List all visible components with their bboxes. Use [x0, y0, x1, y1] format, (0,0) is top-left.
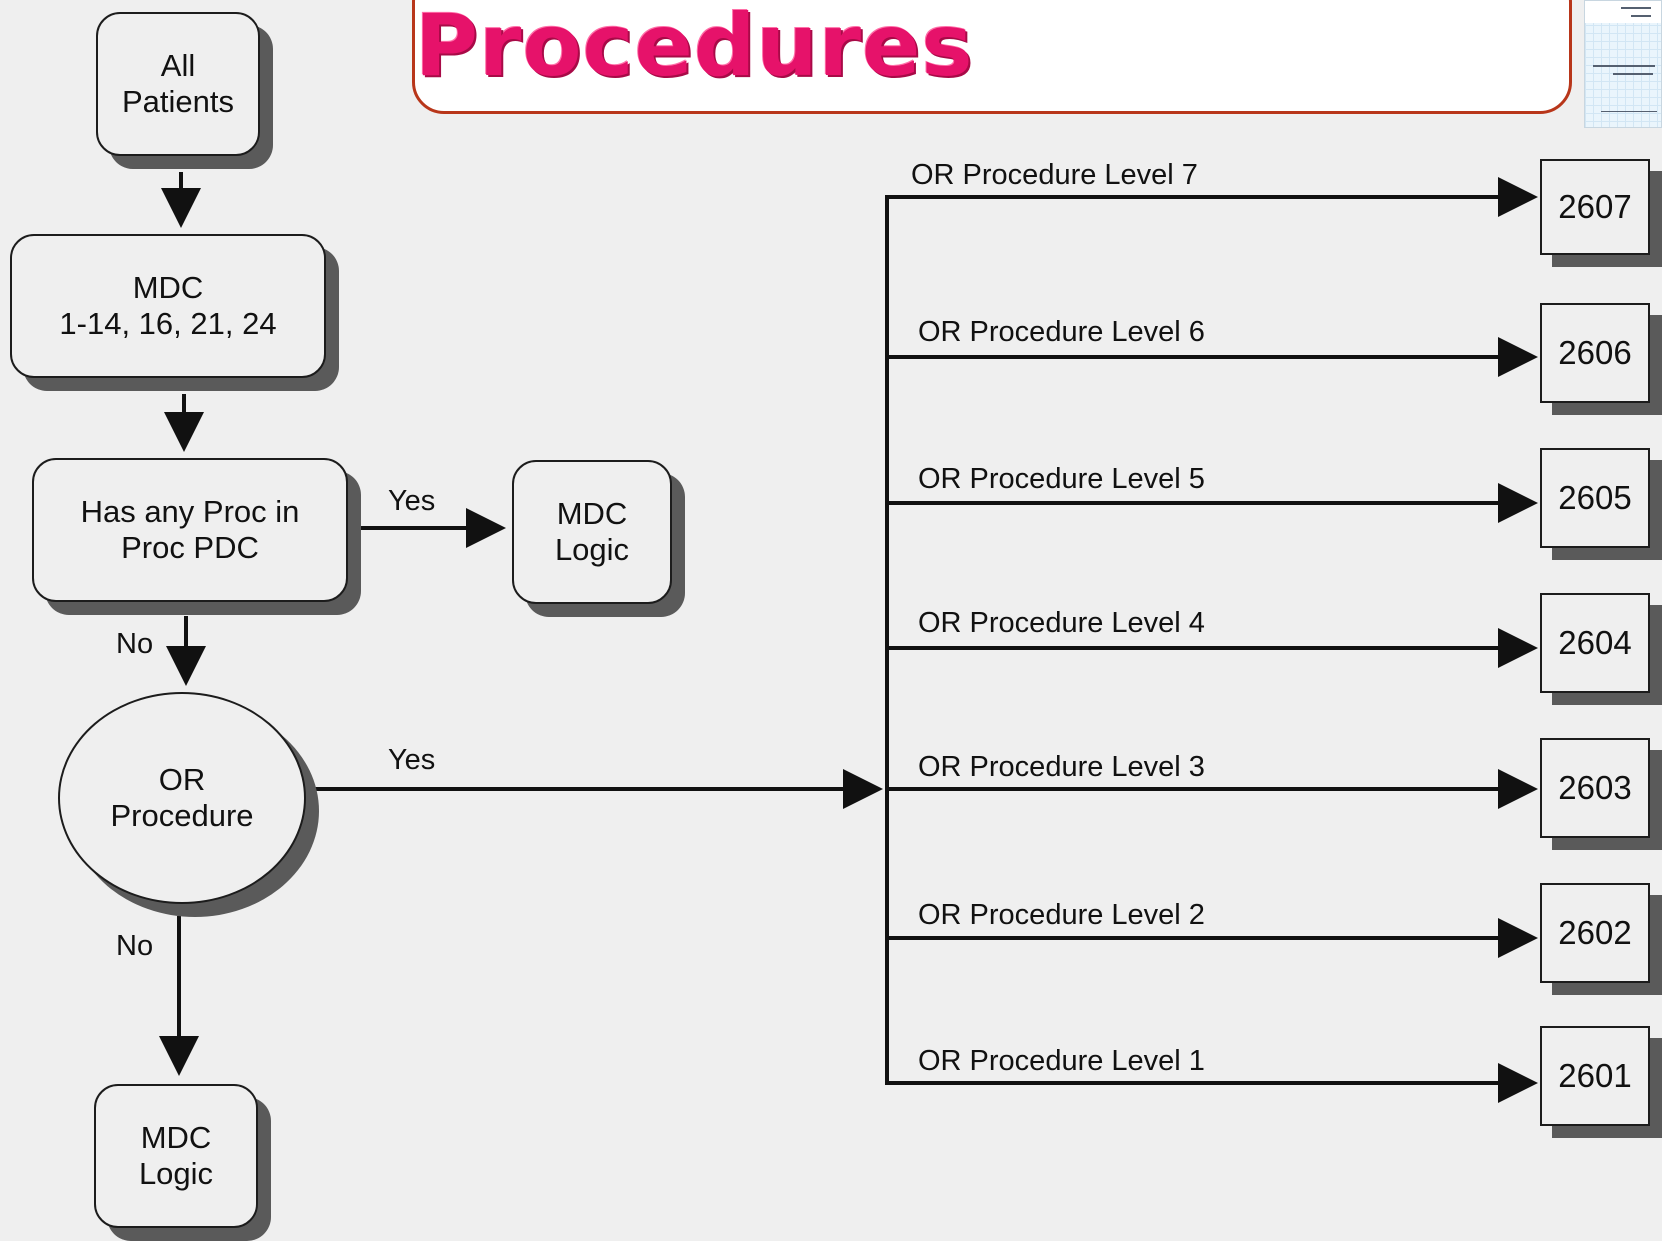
title-banner: Unrelated OR Procedures [412, 0, 1572, 114]
mdc-logic-right-label: MDC Logic [554, 496, 630, 567]
or-procedure-decision: OR Procedure [58, 692, 306, 904]
level-2-label: OR Procedure Level 2 [918, 899, 1205, 931]
level-1-label: OR Procedure Level 1 [918, 1045, 1205, 1077]
mdc-logic-right-box: MDC Logic [512, 460, 672, 604]
drg-2602-box: 2602 [1540, 883, 1650, 983]
mdc-logic-bottom-label: MDC Logic [138, 1120, 214, 1191]
no-label-proc: No [116, 628, 154, 660]
drg-2607-box: 2607 [1540, 159, 1650, 255]
drg-2604-box: 2604 [1540, 593, 1650, 693]
level-4-label: OR Procedure Level 4 [918, 607, 1205, 639]
level-3-label: OR Procedure Level 3 [918, 751, 1205, 783]
mdc-filter-label: MDC 1-14, 16, 21, 24 [59, 270, 277, 341]
drg-2601-box: 2601 [1540, 1026, 1650, 1126]
level-6-label: OR Procedure Level 6 [918, 316, 1205, 348]
drg-2603-box: 2603 [1540, 738, 1650, 838]
level-5-label: OR Procedure Level 5 [918, 463, 1205, 495]
level-7-label: OR Procedure Level 7 [911, 159, 1198, 191]
or-procedure-label: OR Procedure [110, 762, 254, 833]
yes-label-or: Yes [388, 744, 436, 776]
drg-2605-box: 2605 [1540, 448, 1650, 548]
no-label-or: No [116, 930, 154, 962]
all-patients-label: All Patients [121, 48, 234, 119]
yes-label-proc: Yes [388, 485, 436, 517]
proc-pdc-decision-label: Has any Proc in Proc PDC [80, 494, 300, 565]
slide-title: Unrelated OR Procedures [415, 0, 1076, 96]
mdc-logic-bottom-box: MDC Logic [94, 1084, 258, 1228]
drg-2606-box: 2606 [1540, 303, 1650, 403]
all-patients-box: All Patients [96, 12, 260, 156]
proc-pdc-decision-box: Has any Proc in Proc PDC [32, 458, 348, 602]
mdc-filter-box: MDC 1-14, 16, 21, 24 [10, 234, 326, 378]
